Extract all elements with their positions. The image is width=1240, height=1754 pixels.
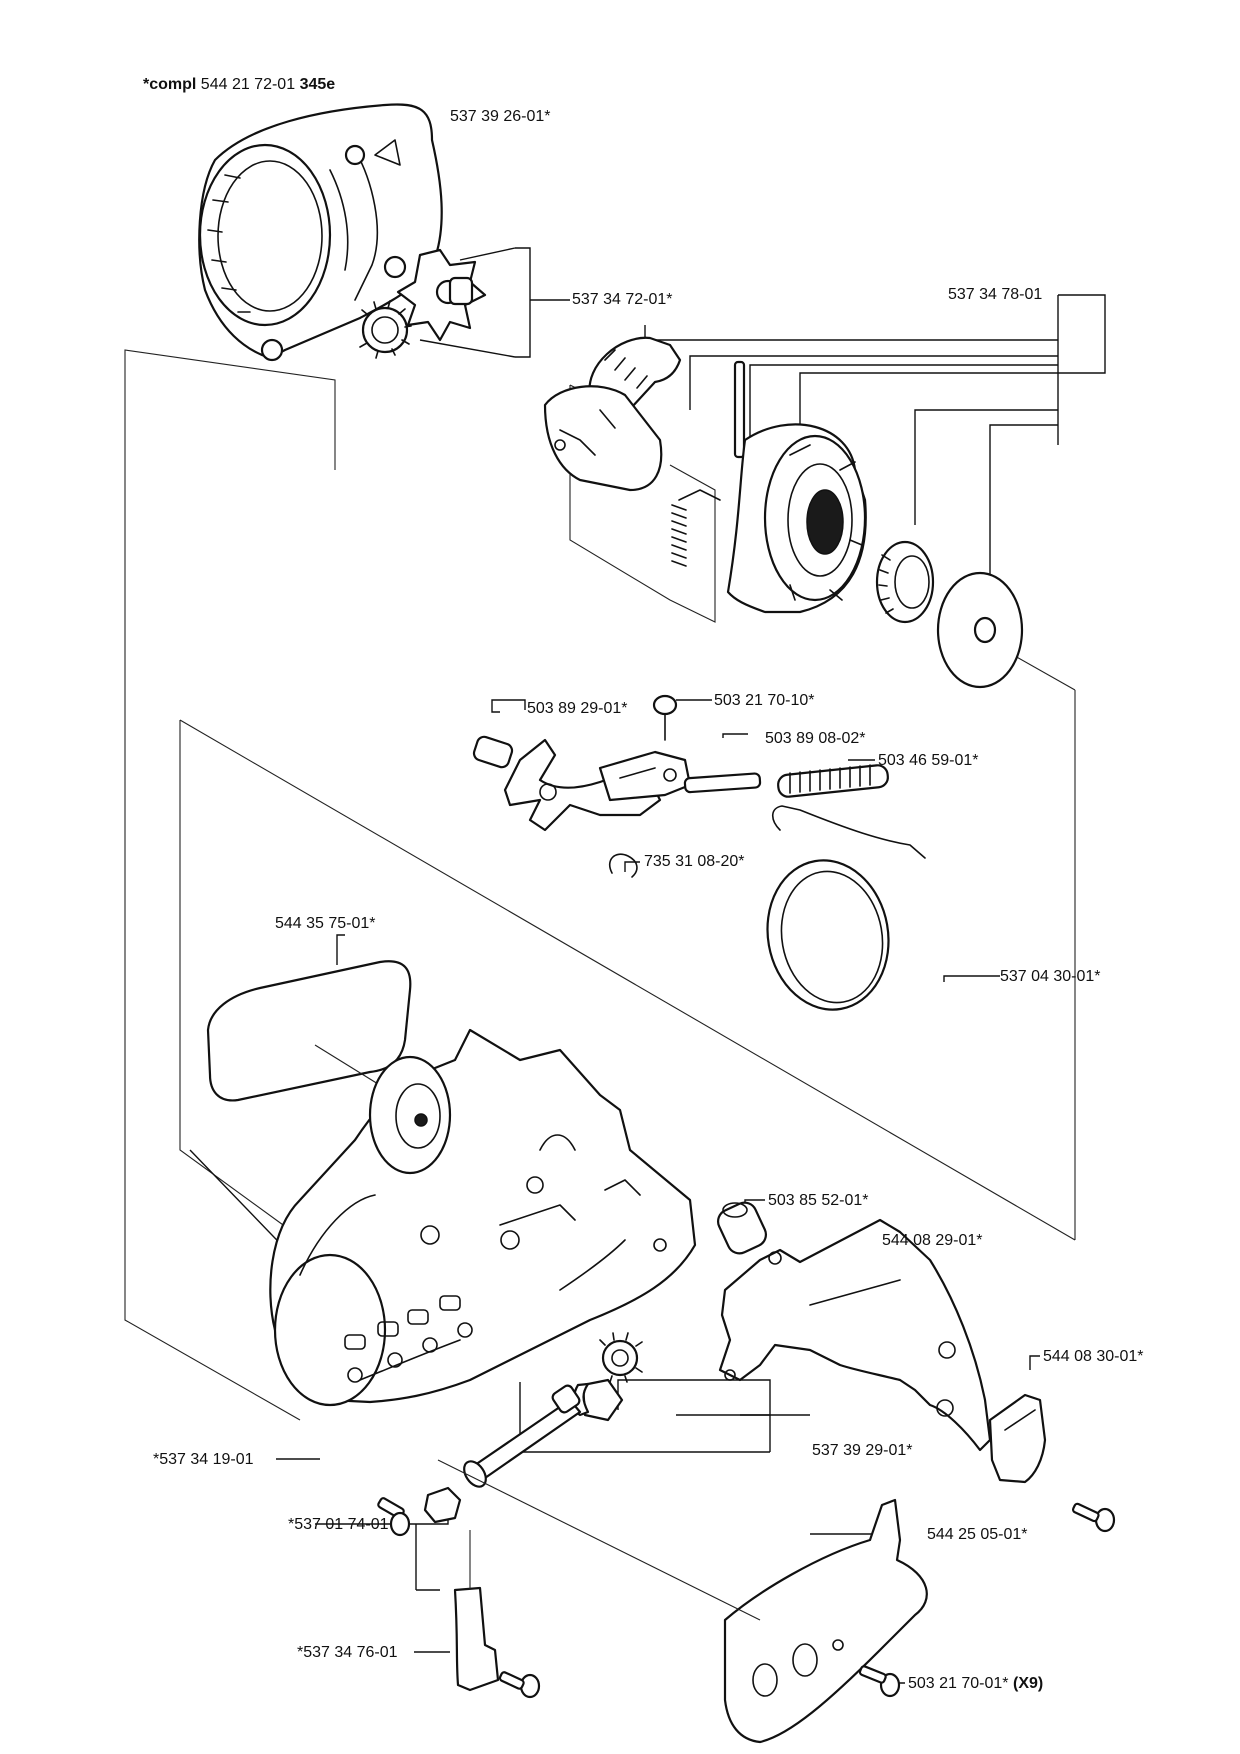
clip-735-31-08-20: [608, 853, 638, 878]
chain-tensioner-brake-lever: [543, 336, 682, 492]
title-model: 345e: [299, 76, 336, 93]
title-prefix: *compl: [143, 76, 197, 93]
screw-503-21-70-10: [652, 694, 678, 741]
label-537-39-29-01: 537 39 29-01*: [812, 1442, 913, 1459]
brake-spring-rod: [598, 750, 762, 802]
chain-cover: [269, 1028, 697, 1407]
adjuster-nut: [572, 1378, 624, 1422]
bushing-503-85-52: [717, 1201, 767, 1255]
label-544-08-30-01: 544 08 30-01*: [1043, 1348, 1144, 1365]
adjuster-screw: [463, 1384, 582, 1488]
pivot-bushing: [472, 735, 514, 769]
brake-spring: [777, 764, 889, 798]
starter-cover: [198, 103, 443, 362]
label-503-89-29-01: 503 89 29-01*: [527, 700, 628, 717]
side-plate: [437, 1459, 928, 1744]
label-544-35-75-01: 544 35 75-01*: [275, 915, 376, 932]
screw-deflector: [1071, 1502, 1116, 1533]
label-537-34-72-01: 537 34 72-01*: [572, 291, 673, 308]
label-537-34-78-01: 537 34 78-01: [948, 286, 1043, 303]
clutch-housing: [726, 423, 867, 614]
adjuster-sprocket: [599, 1332, 643, 1383]
chain-catcher: [453, 1530, 541, 1699]
deflector-544-08-30: [988, 1393, 1047, 1484]
label-537-04-30-01: 537 04 30-01*: [1000, 968, 1101, 985]
square-nut: [423, 1486, 462, 1524]
label-537-01-74-01: *537 01 74-01: [288, 1516, 389, 1533]
spring: [671, 489, 721, 567]
starter-pinion: [359, 300, 412, 359]
screw-537-34-19: [377, 1497, 411, 1537]
label-503-46-59-01: 503 46 59-01*: [878, 752, 979, 769]
clutch-pin: [733, 360, 746, 459]
label-544-25-05-01: 544 25 05-01*: [927, 1526, 1028, 1543]
washer: [936, 571, 1024, 689]
bracket-537-34-72: [419, 247, 570, 358]
label-537-39-26-01: 537 39 26-01*: [450, 108, 551, 125]
title-number: 544 21 72-01: [200, 76, 296, 93]
label-503-21-70-01-number: 503 21 70-01*: [908, 1675, 1009, 1692]
bracket-537-34-78: [1057, 294, 1106, 445]
brake-trigger-lever: [503, 738, 662, 832]
clutch-drum-sprocket: [875, 540, 935, 624]
starter-pulley: [396, 248, 487, 342]
brake-band: [766, 805, 926, 1011]
assembly-outline-left: [124, 349, 336, 1421]
title-caption: *compl 544 21 72-01 345e: [143, 76, 335, 94]
guide-bracket: [718, 1218, 992, 1452]
label-503-21-70-01-qty: (X9): [1012, 1675, 1044, 1692]
label-537-34-19-01: *537 34 19-01: [153, 1451, 254, 1468]
screw-503-21-70-01: [858, 1665, 901, 1698]
label-735-31-08-20: 735 31 08-20*: [644, 853, 745, 870]
label-503-21-70-01: 503 21 70-01* (X9): [908, 1675, 1043, 1693]
label-503-21-70-10: 503 21 70-10*: [714, 692, 815, 709]
label-503-89-08-02: 503 89 08-02*: [765, 730, 866, 747]
label-503-85-52-01: 503 85 52-01*: [768, 1192, 869, 1209]
label-537-34-76-01: *537 34 76-01: [297, 1644, 398, 1661]
label-544-08-29-01: 544 08 29-01*: [882, 1232, 983, 1249]
